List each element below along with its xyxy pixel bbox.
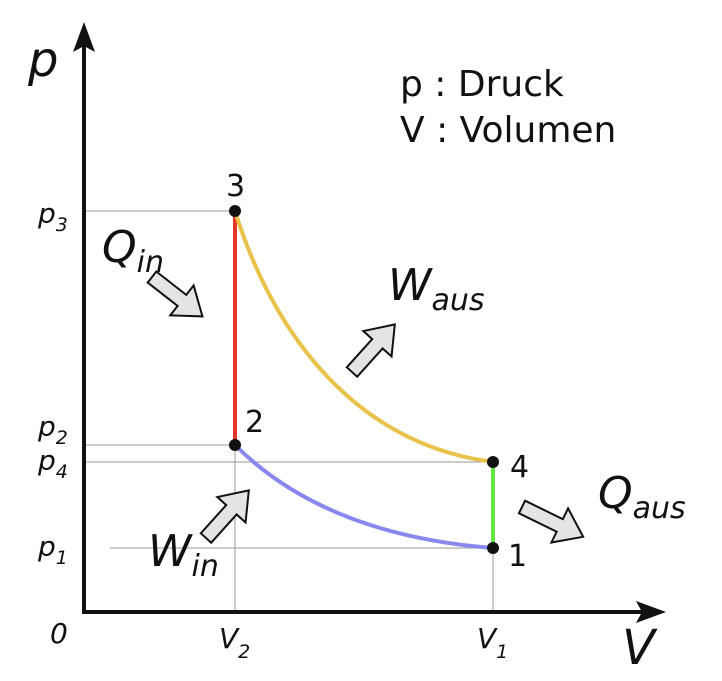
legend-volume: V : Volumen bbox=[400, 110, 616, 151]
x-axis-label: V bbox=[622, 620, 658, 676]
process-expansion-curve bbox=[233, 210, 494, 464]
x-axis-arrow bbox=[636, 601, 666, 623]
state-point-4 bbox=[487, 456, 499, 468]
q-in-arrow-icon bbox=[146, 270, 204, 318]
process-compression-curve bbox=[233, 443, 494, 550]
w-in-arrow-icon bbox=[199, 489, 250, 545]
tick-v1: V1 bbox=[477, 622, 508, 663]
tick-p1: p1 bbox=[37, 530, 68, 569]
state-point-3 bbox=[229, 205, 241, 217]
tick-p4: p4 bbox=[37, 444, 68, 483]
state-label-3: 3 bbox=[226, 169, 245, 204]
y-axis-label: p bbox=[27, 32, 58, 88]
origin-label: 0 bbox=[50, 617, 68, 650]
state-point-1 bbox=[487, 542, 499, 554]
state-label-2: 2 bbox=[245, 405, 264, 440]
label-q-aus: Qaus bbox=[598, 468, 686, 526]
q-aus-arrow-icon bbox=[517, 499, 585, 544]
y-axis-arrow bbox=[73, 22, 95, 52]
tick-p3: p3 bbox=[37, 197, 68, 236]
tick-p2: p2 bbox=[37, 410, 68, 449]
label-w-in: Win bbox=[148, 526, 219, 584]
tick-v2: V2 bbox=[219, 622, 250, 663]
state-label-1: 1 bbox=[508, 539, 527, 574]
w-aus-arrow-icon bbox=[345, 323, 396, 379]
label-q-in: Qin bbox=[102, 222, 164, 280]
state-label-4: 4 bbox=[510, 450, 529, 485]
guide-lines bbox=[84, 210, 494, 612]
state-point-2 bbox=[229, 439, 241, 451]
legend-pressure: p : Druck bbox=[400, 64, 564, 105]
label-w-aus: Waus bbox=[388, 260, 485, 318]
